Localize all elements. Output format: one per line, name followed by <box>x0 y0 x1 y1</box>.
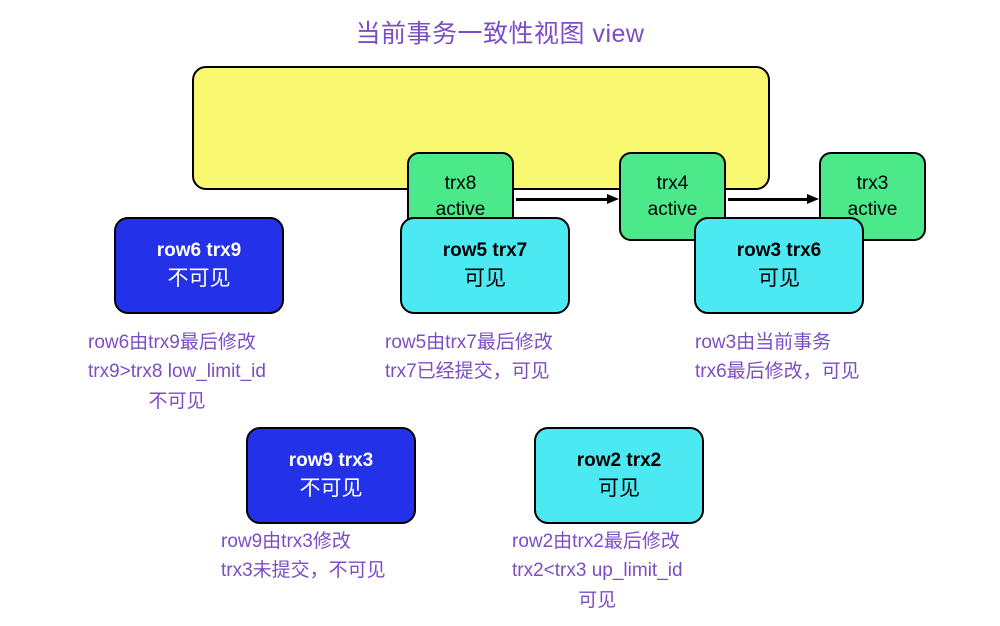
row-label: row5 trx7 <box>442 239 528 261</box>
row-box-row6: row6 trx9 不可见 <box>114 217 284 314</box>
arrow-trx8-to-trx4 <box>516 194 619 205</box>
caption-line: row3由当前事务 <box>695 332 832 353</box>
caption-line: row5由trx7最后修改 <box>385 332 553 353</box>
diagram-title: 当前事务一致性视图 view <box>355 20 645 48</box>
row-box-row9: row9 trx3 不可见 <box>246 427 416 524</box>
transaction-id: trx3 <box>856 172 889 194</box>
row-box-row2: row2 trx2 可见 <box>534 427 704 524</box>
caption-line: trx2<trx3 up_limit_id <box>512 560 683 582</box>
transaction-id: trx4 <box>656 172 689 194</box>
row-caption-row2: row2由trx2最后修改 trx2<trx3 up_limit_id 可见 <box>512 527 683 615</box>
arrow-trx4-to-trx3 <box>728 194 819 205</box>
caption-line: 不可见 <box>148 390 206 412</box>
row-visibility: 可见 <box>758 267 800 291</box>
transaction-state: active <box>435 198 486 220</box>
row-box-row3: row3 trx6 可见 <box>694 217 864 314</box>
row-label: row6 trx9 <box>156 239 242 261</box>
caption-line: trx7已经提交，可见 <box>385 361 550 383</box>
consistent-view-container: trx8 active trx4 active trx3 active <box>192 66 926 241</box>
caption-line: trx9>trx8 low_limit_id <box>88 361 266 383</box>
caption-line: trx6最后修改，可见 <box>695 361 860 383</box>
caption-line: 可见 <box>578 589 617 611</box>
transaction-state: active <box>647 198 698 220</box>
row-visibility: 可见 <box>464 267 506 291</box>
arrow-head-icon <box>807 194 819 204</box>
caption-line: row2由trx2最后修改 <box>512 531 680 552</box>
transaction-id: trx8 <box>444 172 477 194</box>
row-visibility: 不可见 <box>299 477 363 501</box>
row-caption-row5: row5由trx7最后修改 trx7已经提交，可见 <box>385 328 553 387</box>
row-label: row9 trx3 <box>288 449 374 471</box>
row-box-row5: row5 trx7 可见 <box>400 217 570 314</box>
row-visibility: 可见 <box>598 477 640 501</box>
arrow-shaft <box>728 198 808 201</box>
caption-line: trx3未提交，不可见 <box>221 560 386 582</box>
caption-line: row9由trx3修改 <box>221 531 351 552</box>
row-label: row3 trx6 <box>736 239 822 261</box>
row-visibility: 不可见 <box>167 267 231 291</box>
caption-line: row6由trx9最后修改 <box>88 332 256 353</box>
transaction-state: active <box>847 198 898 220</box>
row-caption-row9: row9由trx3修改 trx3未提交，不可见 <box>221 527 386 586</box>
transaction-box-trx4: trx4 active <box>619 152 726 241</box>
row-label: row2 trx2 <box>576 449 662 471</box>
row-caption-row6: row6由trx9最后修改 trx9>trx8 low_limit_id 不可见 <box>88 328 266 416</box>
arrow-head-icon <box>607 194 619 204</box>
arrow-shaft <box>516 198 608 201</box>
row-caption-row3: row3由当前事务 trx6最后修改，可见 <box>695 328 860 387</box>
